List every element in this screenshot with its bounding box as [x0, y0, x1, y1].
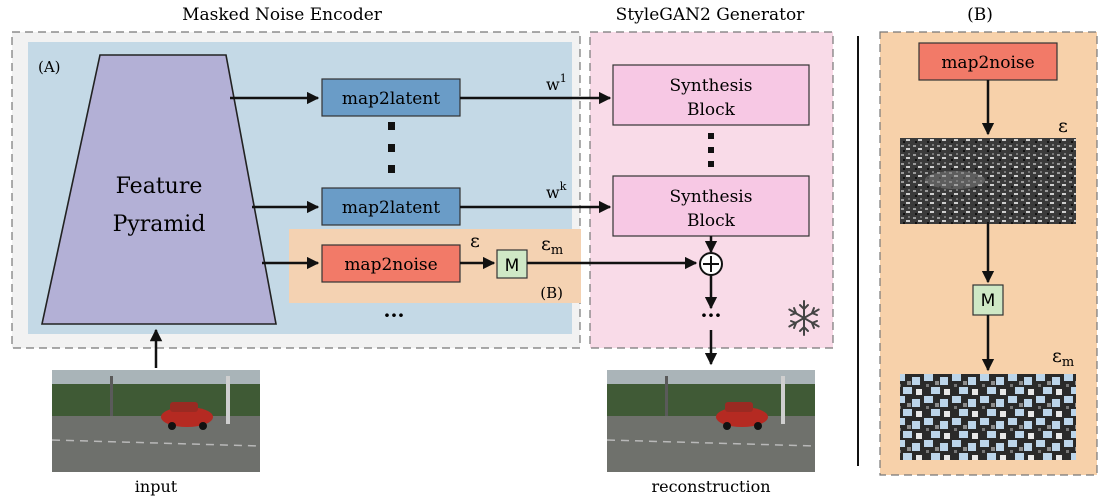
map2noise-label: map2noise: [344, 255, 437, 275]
ellipsis-dot: [708, 161, 714, 167]
ellipsis-dot: [388, 122, 395, 130]
detail-title: (B): [967, 5, 993, 25]
pyramid-label-line2: Pyramid: [113, 212, 206, 237]
w1-label: w1: [546, 72, 567, 94]
ellipsis-dot: [708, 147, 714, 153]
masked-noise-map-image: [900, 374, 1076, 460]
noise-label: ε: [470, 230, 480, 252]
feature-pyramid: [41, 54, 277, 325]
noise-map-image: [925, 171, 985, 189]
ellipsis-dot: [388, 165, 395, 173]
synthesis-block-1-line1: Synthesis: [670, 76, 753, 96]
wk-label: wk: [546, 180, 567, 202]
encoder-title: Masked Noise Encoder: [182, 5, 383, 25]
map2latent-box-k: [321, 187, 461, 226]
input-image: [51, 370, 261, 472]
detail-noise-label: ε: [1058, 115, 1068, 137]
synthesis-block-k-line1: Synthesis: [670, 187, 753, 207]
synthesis-block-1: [612, 64, 810, 126]
mask-label: M: [505, 256, 520, 276]
detail-mask-label: M: [981, 291, 996, 311]
ellipsis-dot: [388, 144, 395, 152]
snowflake-icon: [788, 300, 820, 336]
synthesis-block-k-line2: Block: [687, 211, 736, 231]
ellipsis-dot: [708, 133, 714, 139]
pyramid-label-line1: Feature: [116, 174, 203, 199]
input-caption: input: [135, 477, 178, 496]
map2latent-label-k: map2latent: [342, 198, 440, 218]
mask-box: [496, 249, 528, 279]
masked-noise-label: εm: [541, 233, 563, 258]
detail-map2noise-label: map2noise: [941, 53, 1034, 73]
generator-more-ellipsis: ···: [701, 303, 722, 327]
map2latent-label-1: map2latent: [342, 89, 440, 109]
synthesis-block-k: [612, 175, 810, 237]
noise-region-label: (B): [540, 284, 563, 302]
detail-masked-noise-label: εm: [1052, 345, 1074, 370]
reconstruction-caption: reconstruction: [651, 477, 770, 496]
detail-mask-box: [972, 284, 1004, 316]
panel-label-a: (A): [38, 58, 61, 76]
generator-title: StyleGAN2 Generator: [616, 5, 806, 25]
reconstruction-image: [606, 370, 816, 472]
encoder-more-ellipsis: ···: [384, 303, 405, 327]
synthesis-block-1-line2: Block: [687, 100, 736, 120]
